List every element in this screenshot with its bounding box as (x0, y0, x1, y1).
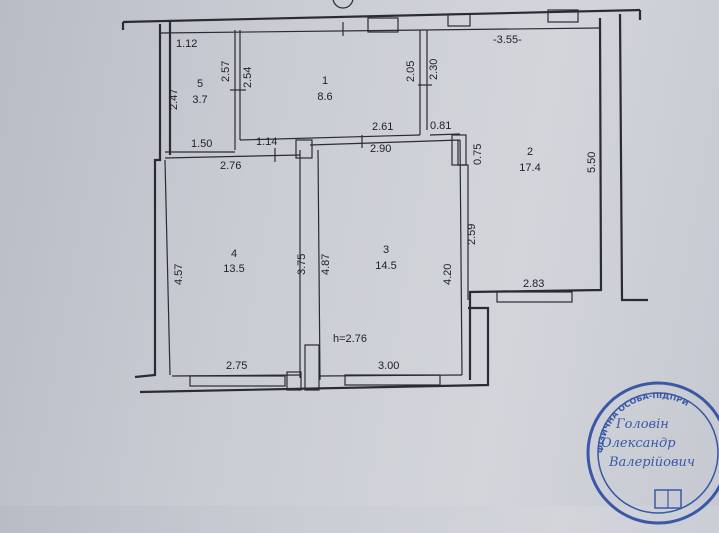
stamp-line-3: Валерійович (609, 455, 695, 470)
floor-plan-drawing (121, 0, 648, 394)
floor-plan-document: 5 3.7 1 8.6 2 17.4 3 14.5 4 13.5 1.12 1.… (121, 0, 719, 525)
dim-r1-right-a: 2.05 (405, 60, 417, 82)
dim-r5-top: 1.12 (176, 38, 198, 50)
stamp-line-2: Олександр (601, 436, 676, 451)
dim-r3-left: 4.87 (320, 253, 332, 275)
room-1-number: 1 (321, 75, 329, 87)
room-5-area: 3.7 (192, 94, 208, 106)
room-4-area: 13.5 (223, 263, 245, 275)
dim-r5-left: 2.47 (168, 88, 180, 110)
room-3-number: 3 (382, 244, 390, 256)
dim-r3-top: 2.90 (370, 143, 392, 155)
dim-r2-right: 5.50 (586, 151, 598, 173)
dim-r2-left-b: 2.59 (466, 223, 478, 245)
dim-r4-bottom: 2.75 (226, 360, 248, 372)
dim-r1-right-b: 2.30 (428, 58, 440, 80)
dim-r2-left-top: 0.81 (430, 120, 452, 132)
dim-r2-left-a: 0.75 (472, 143, 484, 165)
room-5-number: 5 (196, 78, 204, 90)
dim-r1-bottom: 2.61 (372, 121, 394, 133)
room-3-area: 14.5 (375, 260, 397, 272)
stamp-line-1: Головін (616, 417, 669, 432)
dim-r4-left: 4.57 (173, 263, 185, 285)
dim-r5-right-a: 2.57 (220, 60, 232, 82)
dim-114: 1.14 (256, 136, 278, 148)
dim-r4-top: 2.76 (220, 160, 242, 172)
room-2-area: 17.4 (519, 162, 541, 174)
room-4-number: 4 (230, 248, 238, 260)
dim-r4-right: 3.75 (296, 253, 308, 275)
room-1-area: 8.6 (317, 91, 333, 103)
dim-r5-right-b: 2.54 (242, 66, 254, 88)
room-2-number: 2 (526, 146, 534, 158)
dim-r3-right: 4.20 (442, 263, 454, 285)
dim-r2-bottom: 2.83 (523, 278, 545, 290)
dim-r2-top: -3.55- (493, 34, 522, 46)
dim-r3-bottom: 3.00 (378, 360, 400, 372)
ceiling-height: h=2.76 (333, 333, 367, 345)
dim-r5-bottom: 1.50 (191, 138, 213, 150)
